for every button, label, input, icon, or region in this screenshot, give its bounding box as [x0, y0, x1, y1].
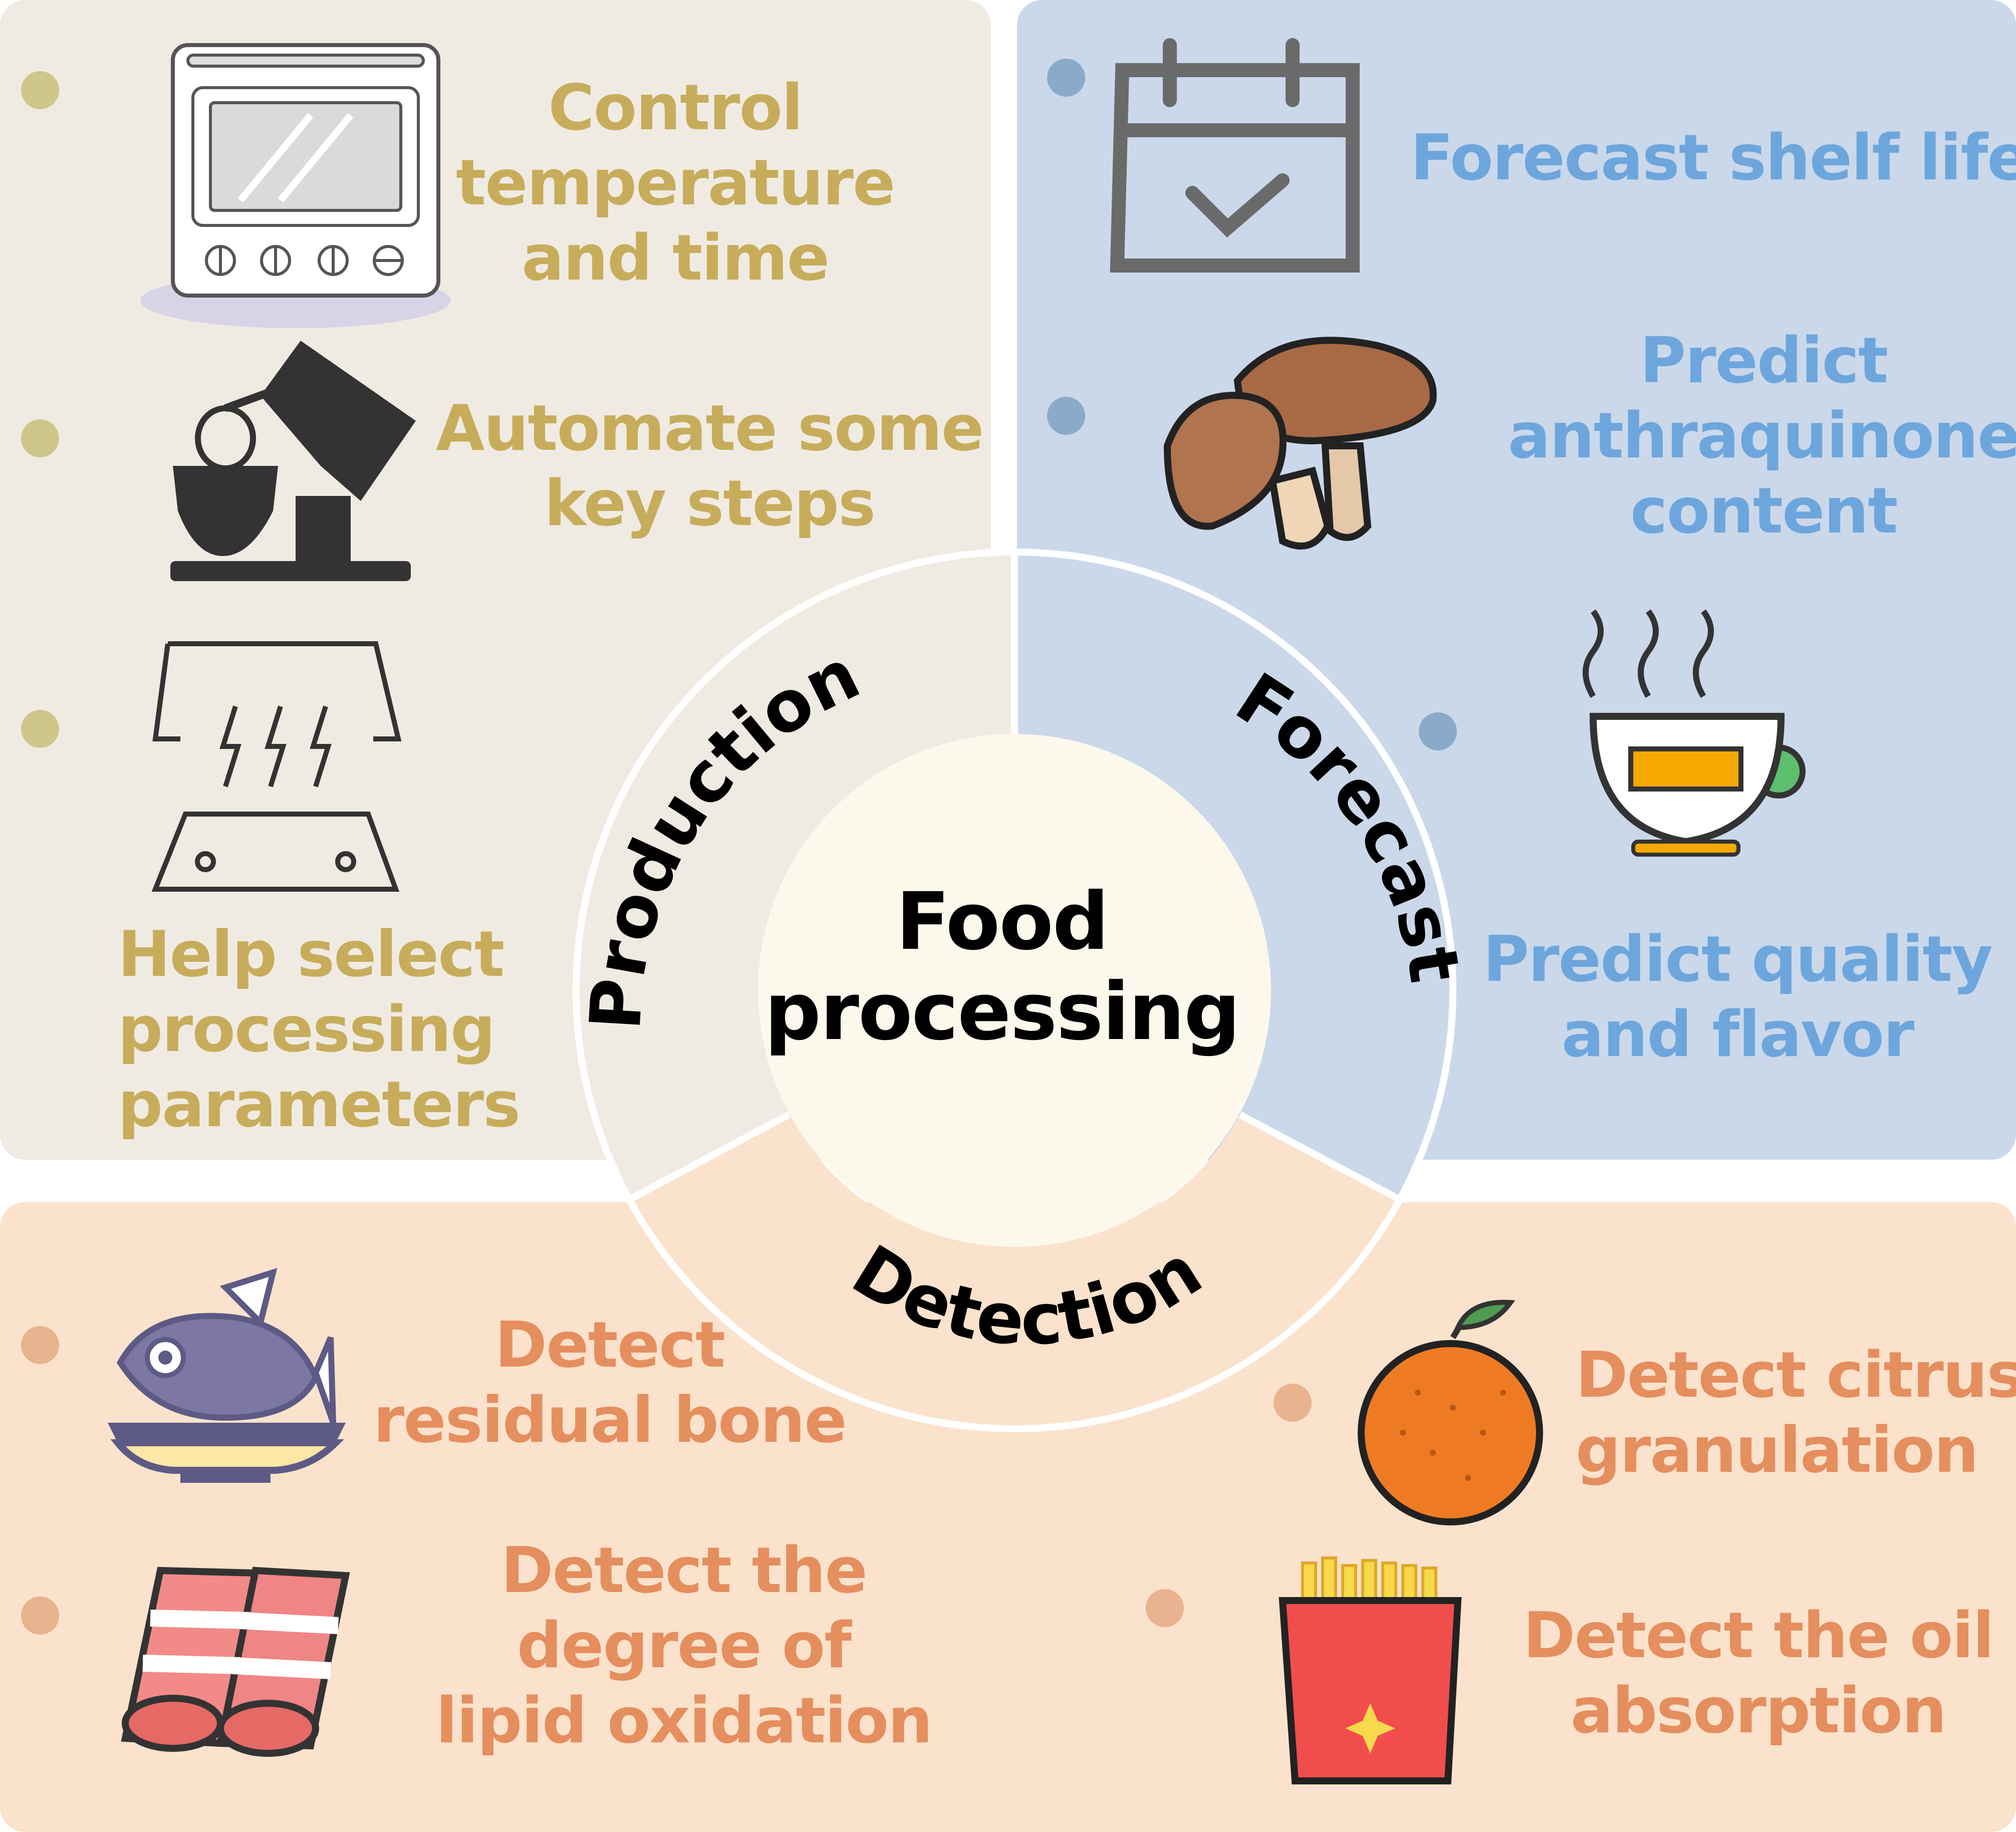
- mushroom-icon: [1163, 337, 1437, 550]
- oven-icon: [140, 43, 451, 328]
- tea-cup-icon: [1583, 609, 1806, 857]
- label-predict-quality: Predict quality and flavor: [1483, 922, 1993, 1071]
- label-detect-citrus-granulation: Detect citrus granulation: [1576, 1338, 2016, 1487]
- center-title-line: Food: [896, 876, 1109, 968]
- bullet: [1274, 1384, 1312, 1422]
- label-detect-lipid-oxidation: Detect the degree of lipid oxidation: [436, 1533, 933, 1757]
- label-control-temperature: Control temperature and time: [456, 71, 895, 295]
- bullet: [21, 71, 59, 109]
- production-sector[interactable]: [575, 552, 1015, 1200]
- label-detect-oil-absorption: Detect the oil absorption: [1523, 1599, 1994, 1747]
- center-circle: [758, 734, 1271, 1247]
- center-title-line: processing: [764, 966, 1240, 1058]
- label-select-parameters: Help select processing parameters: [118, 917, 521, 1141]
- bullet: [1047, 59, 1085, 97]
- stand-mixer-icon: [170, 341, 416, 581]
- bullet: [1047, 397, 1085, 435]
- bullet: [21, 1326, 59, 1364]
- label-detect-residual-bone: Detect residual bone: [373, 1308, 847, 1457]
- bacon-rolls-icon: [121, 1566, 350, 1757]
- divider-left: [627, 1111, 791, 1203]
- bullet: [21, 1597, 59, 1635]
- label-automate-steps: Automate some key steps: [436, 391, 984, 540]
- center-title: Food processing: [751, 877, 1252, 1057]
- orange-icon: [1358, 1299, 1543, 1525]
- microwave-heating-icon: [151, 641, 402, 892]
- detection-sector[interactable]: [629, 1115, 1400, 1430]
- forecast-sector[interactable]: [1015, 552, 1454, 1200]
- bullet: [21, 419, 59, 457]
- calendar-check-icon: [1110, 38, 1360, 273]
- fish-plate-icon: [108, 1268, 346, 1483]
- bullet: [1146, 1589, 1184, 1627]
- french-fries-icon: [1279, 1556, 1462, 1784]
- bullet: [1419, 712, 1457, 750]
- divider-right: [1238, 1111, 1402, 1203]
- label-forecast-shelf-life: Forecast shelf life: [1410, 121, 2016, 194]
- detection-panel: [0, 1202, 2016, 1832]
- label-predict-anthraquinone: Predict anthraquinone content: [1508, 324, 2016, 548]
- bullet: [21, 710, 59, 748]
